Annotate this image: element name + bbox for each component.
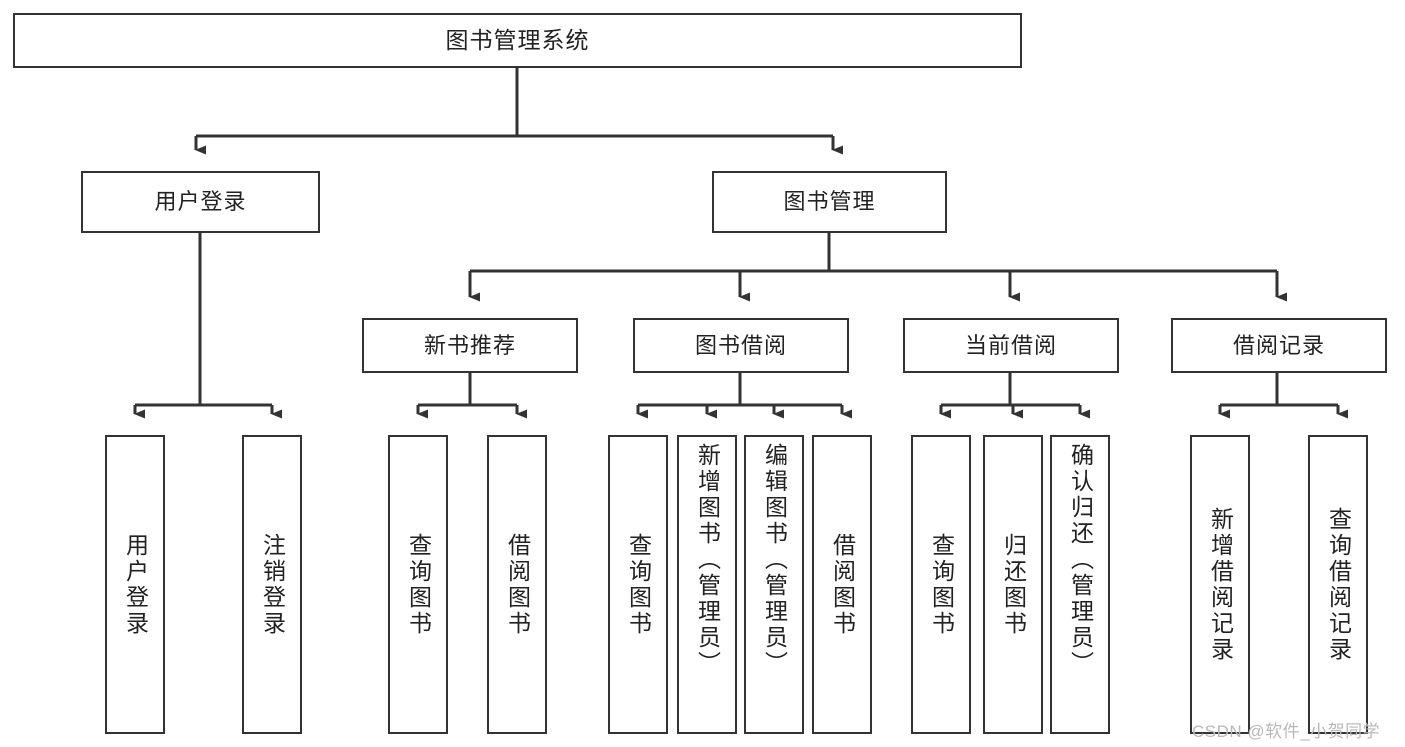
node-user-login[interactable]: 用户登录 <box>81 171 320 233</box>
node-leaf-borrow-book-new-label: 借阅图书 <box>504 532 531 637</box>
node-leaf-query-book-new[interactable]: 查询图书 <box>388 435 448 734</box>
node-leaf-query-book-current-label: 查询图书 <box>928 532 955 637</box>
node-book-management-label: 图书管理 <box>783 189 876 215</box>
node-leaf-borrow-book[interactable]: 借阅图书 <box>812 435 872 734</box>
node-leaf-query-borrow-record-label: 查询借阅记录 <box>1325 506 1352 663</box>
node-leaf-edit-book-admin-label: 编辑图书（管理员） <box>761 443 788 677</box>
node-leaf-return-book-label: 归还图书 <box>1000 532 1027 637</box>
node-leaf-edit-book-admin[interactable]: 编辑图书（管理员） <box>744 435 804 734</box>
node-borrow-record[interactable]: 借阅记录 <box>1171 318 1387 373</box>
node-current-borrow-label: 当前借阅 <box>964 332 1057 358</box>
node-leaf-return-book[interactable]: 归还图书 <box>983 435 1043 734</box>
csdn-watermark: CSDN @软件_小贺同学 <box>1192 722 1381 741</box>
node-leaf-query-book-new-label: 查询图书 <box>405 532 432 637</box>
node-leaf-query-book-current[interactable]: 查询图书 <box>911 435 971 734</box>
node-leaf-logout-label: 注销登录 <box>259 532 286 637</box>
node-leaf-query-borrow-record[interactable]: 查询借阅记录 <box>1308 435 1368 734</box>
node-leaf-confirm-return-admin-label: 确认归还（管理员） <box>1067 443 1094 677</box>
node-leaf-add-borrow-record[interactable]: 新增借阅记录 <box>1190 435 1250 734</box>
node-leaf-add-book-admin[interactable]: 新增图书（管理员） <box>677 435 737 734</box>
node-leaf-confirm-return-admin[interactable]: 确认归还（管理员） <box>1050 435 1110 734</box>
node-leaf-add-book-admin-label: 新增图书（管理员） <box>694 443 721 677</box>
node-leaf-user-login-label: 用户登录 <box>122 532 149 637</box>
node-leaf-logout[interactable]: 注销登录 <box>242 435 302 734</box>
node-leaf-borrow-book-label: 借阅图书 <box>829 532 856 637</box>
node-root-label: 图书管理系统 <box>445 27 590 54</box>
node-leaf-query-book-borrow-label: 查询图书 <box>625 532 652 637</box>
node-new-book-recommend-label: 新书推荐 <box>423 332 516 358</box>
node-leaf-user-login[interactable]: 用户登录 <box>105 435 165 734</box>
node-leaf-borrow-book-new[interactable]: 借阅图书 <box>487 435 547 734</box>
node-book-management[interactable]: 图书管理 <box>712 171 947 233</box>
node-leaf-add-borrow-record-label: 新增借阅记录 <box>1207 506 1234 663</box>
node-user-login-label: 用户登录 <box>154 189 247 215</box>
node-current-borrow[interactable]: 当前借阅 <box>903 318 1119 373</box>
node-leaf-query-book-borrow[interactable]: 查询图书 <box>608 435 668 734</box>
node-borrow-record-label: 借阅记录 <box>1232 332 1325 358</box>
node-root[interactable]: 图书管理系统 <box>13 13 1022 68</box>
node-book-borrow-label: 图书借阅 <box>694 332 787 358</box>
node-book-borrow[interactable]: 图书借阅 <box>633 318 849 373</box>
node-new-book-recommend[interactable]: 新书推荐 <box>362 318 578 373</box>
